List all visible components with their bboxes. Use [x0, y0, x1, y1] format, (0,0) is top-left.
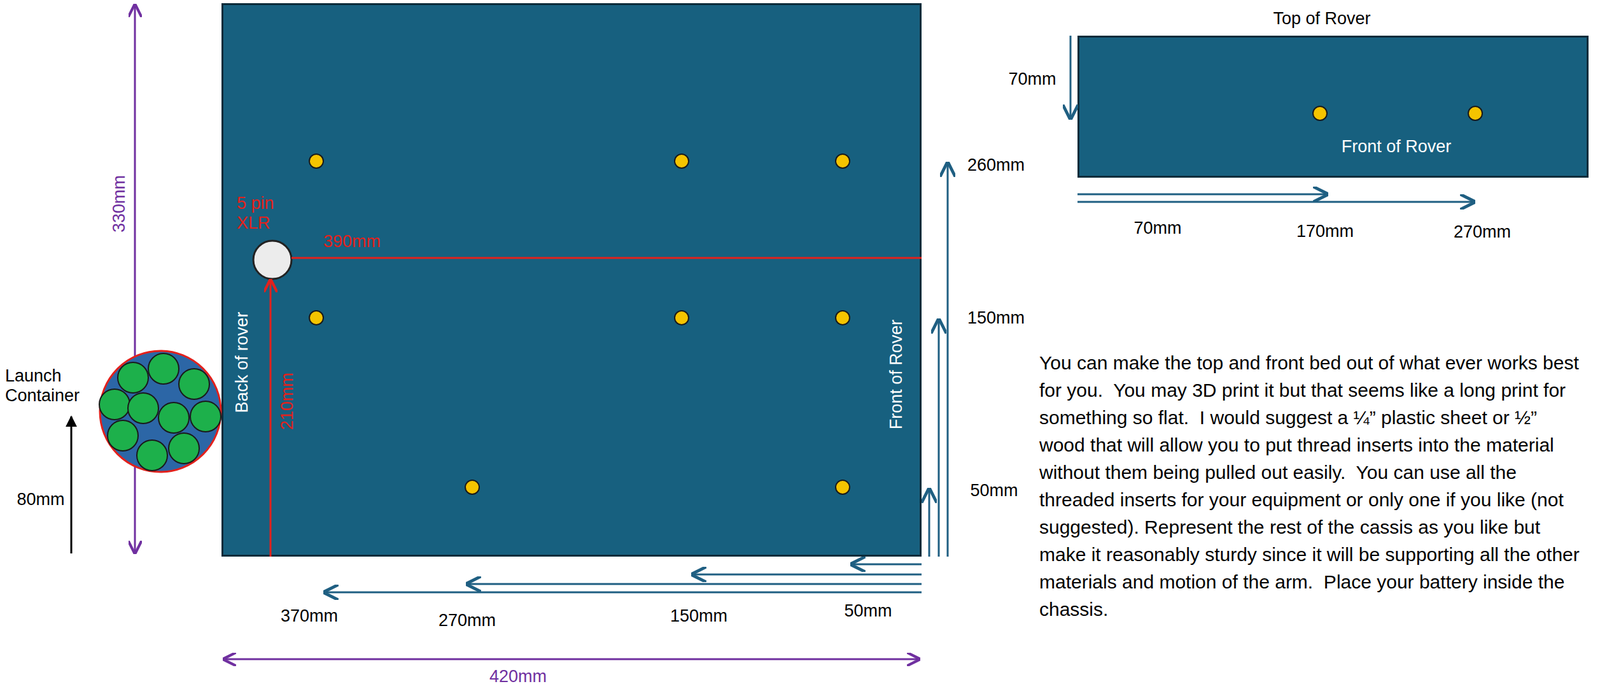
launch-tubes [99, 353, 221, 471]
view-title: Top of Rover [1272, 8, 1371, 29]
launch-tube [99, 388, 130, 420]
side-label: Front of Rover [1341, 136, 1452, 157]
dimension-label: 370mm [280, 605, 338, 626]
launch-tube [190, 400, 221, 432]
dimension-arrow [692, 573, 922, 576]
dimension-label: 330mm [109, 175, 130, 233]
launch-tube [107, 420, 139, 451]
thread-insert [1312, 106, 1327, 121]
height-dimension-arrow [134, 5, 137, 553]
rover-chassis-plan: Back of rover Front of Rover 5 pin XLR [221, 3, 922, 557]
thread-insert [674, 310, 689, 325]
dimension-label: 210mm [277, 372, 298, 430]
thread-insert [465, 479, 480, 494]
thread-insert [835, 154, 850, 169]
dimension-arrow [928, 488, 931, 557]
dimension-label: 260mm [967, 155, 1025, 176]
xlr-dimensions [270, 257, 922, 557]
thread-insert [309, 310, 324, 325]
connector-label: 5 pin XLR [236, 193, 288, 233]
thread-insert [835, 310, 850, 325]
launch-tube [127, 392, 159, 424]
dimension-arrow [1077, 201, 1474, 204]
dimension-label: 80mm [16, 489, 65, 510]
container-label: Launch Container [5, 365, 88, 406]
dimension-label: 150mm [670, 605, 728, 626]
launch-tube [158, 402, 190, 433]
dimension-label: 70mm [1133, 218, 1182, 239]
xlr-dimension-arrow [269, 280, 272, 557]
dimension-arrow [851, 563, 922, 566]
note-text: You can make the top and front bed out o… [1039, 348, 1588, 623]
dimension-label: 170mm [1296, 221, 1354, 242]
launch-tube [136, 439, 168, 471]
dimension-arrow [467, 582, 922, 585]
dimension-arrow [1069, 35, 1072, 119]
node-shape [99, 350, 221, 472]
dimension-label: 270mm [438, 610, 496, 631]
side-label: Back of rover [232, 311, 253, 413]
dimension-label: 270mm [1453, 222, 1511, 242]
thread-insert [674, 154, 689, 169]
dimension-arrow [938, 319, 941, 557]
node-outline [98, 349, 223, 473]
rover-top-view: Top of RoverFront of Rover [1077, 35, 1589, 178]
launch-tube [148, 353, 179, 384]
container-height-arrow [70, 416, 73, 554]
thread-insert [1468, 106, 1483, 121]
launch-tube [178, 368, 210, 400]
thread-insert [835, 479, 850, 494]
launch-tube [117, 362, 149, 393]
node-shape [253, 240, 292, 279]
width-dimension-arrow [224, 658, 920, 660]
dimension-label: 420mm [489, 666, 547, 687]
thread-insert [309, 154, 324, 169]
dimension-label: 390mm [323, 231, 381, 252]
dimension-arrow [947, 162, 949, 557]
dimension-label: 70mm [1008, 69, 1056, 90]
dimension-label: 50mm [843, 600, 892, 621]
dimension-label: 50mm [969, 480, 1018, 501]
dimension-arrow [1077, 193, 1327, 196]
xlr-connector: 5 pin XLR [252, 239, 293, 281]
launch-container: Launch Container [98, 349, 223, 473]
dimension-arrow [324, 591, 922, 594]
dimension-label: 150mm [967, 308, 1025, 328]
node-outline [252, 239, 293, 281]
xlr-leader-line [291, 257, 922, 260]
launch-tube [168, 432, 200, 464]
side-label: Front of Rover [886, 319, 907, 430]
